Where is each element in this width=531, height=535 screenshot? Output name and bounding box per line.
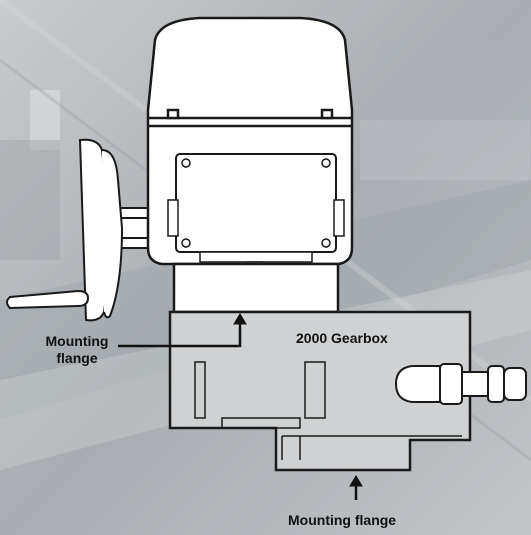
left-flange-arrow: [118, 313, 247, 348]
left-flange-label-line1: Mounting: [45, 333, 109, 349]
bottom-mounting-flange-label: Mounting flange: [288, 512, 397, 528]
actuator-housing: [146, 16, 354, 273]
left-mounting-flange-label: Mounting flange: [22, 333, 132, 367]
gearbox-fittings: [394, 363, 527, 405]
handwheel: [6, 138, 153, 322]
gearbox-label: 2000 Gearbox: [296, 330, 388, 346]
bottom-flange-arrow: [349, 475, 363, 500]
mounting-flange-neck: [172, 262, 340, 314]
gearbox-body: [168, 310, 472, 472]
left-flange-label-line2: flange: [56, 350, 98, 366]
